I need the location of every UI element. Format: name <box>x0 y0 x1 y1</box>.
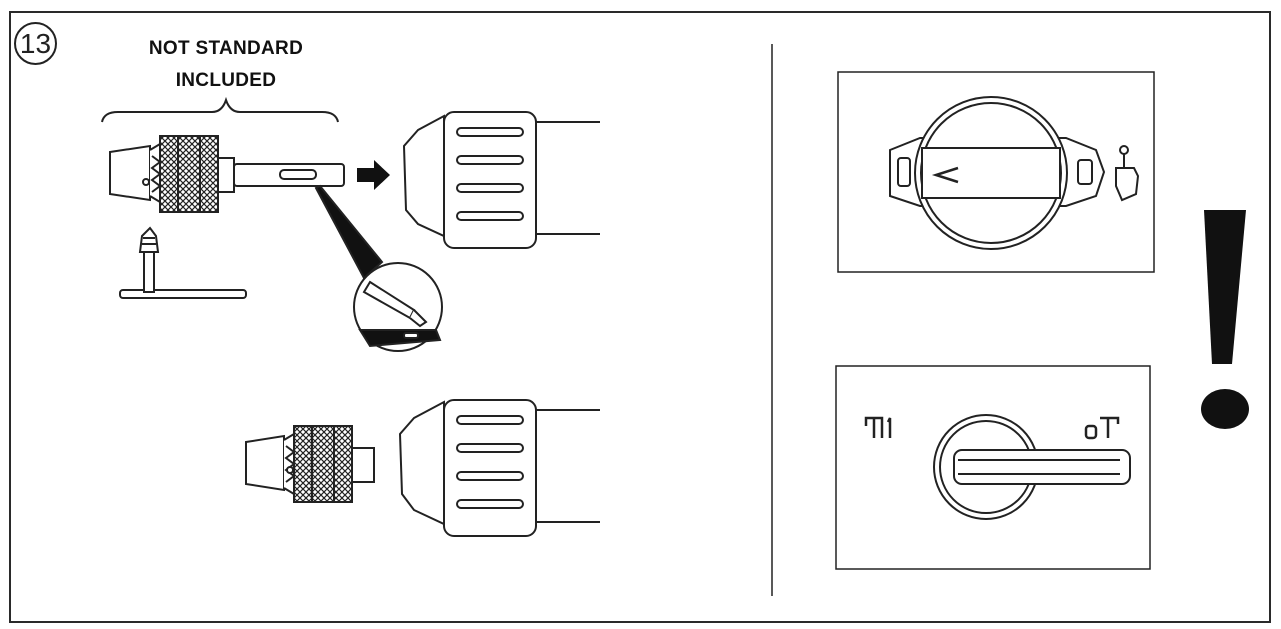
drill-collar-bottom-icon <box>398 399 600 537</box>
grease-pen-detail-icon <box>314 184 443 352</box>
instruction-frame <box>9 11 1271 623</box>
chuck-assembled-icon <box>245 425 375 503</box>
step-number-badge: 13 <box>14 22 57 65</box>
arrow-right-icon <box>357 160 390 190</box>
gear-2-icon <box>1084 416 1120 440</box>
note-included: INCLUDED <box>175 70 277 91</box>
mode-selector-dial-icon <box>914 96 1068 250</box>
gear-1-icon <box>864 416 892 438</box>
note-not-standard: NOT STANDARD <box>148 38 304 59</box>
bracket-icon <box>101 96 339 123</box>
chuck-key-icon <box>119 226 247 299</box>
gear-switch-icon <box>933 414 1131 520</box>
lock-button-icon <box>1115 145 1140 202</box>
mode-selector-panel <box>837 71 1155 273</box>
gear-switch-panel <box>835 365 1151 570</box>
drill-collar-top-icon <box>402 111 600 249</box>
warning-exclamation-icon <box>1201 210 1249 429</box>
drill-chuck-icon <box>109 135 345 213</box>
